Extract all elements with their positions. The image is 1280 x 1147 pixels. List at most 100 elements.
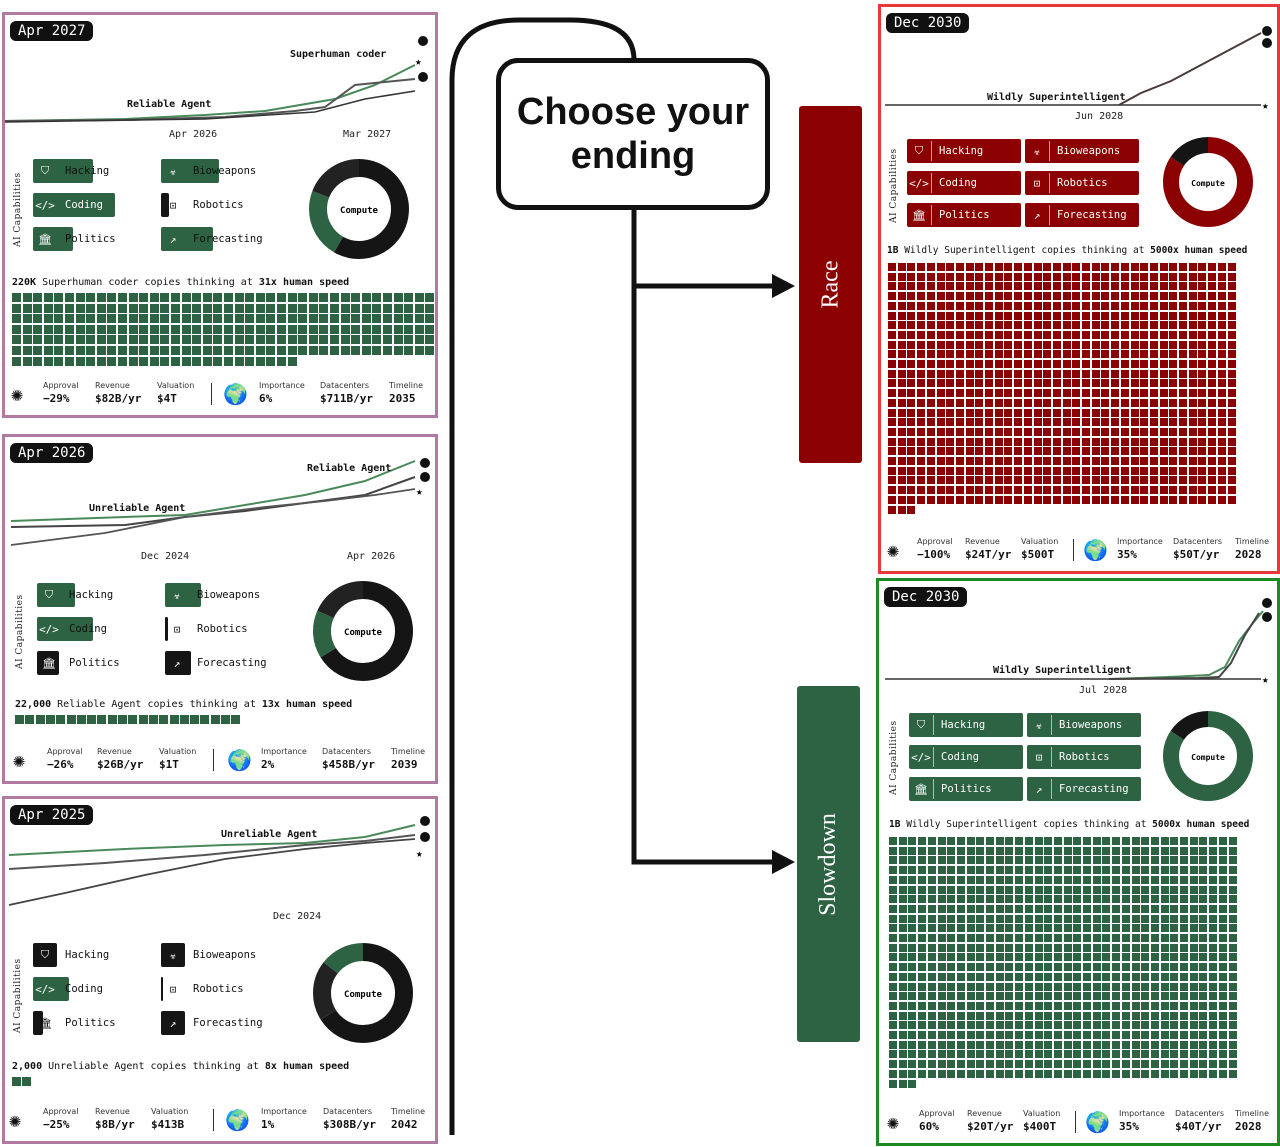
copy-cell xyxy=(1218,1001,1227,1010)
copy-cell xyxy=(1053,982,1062,991)
copy-cell xyxy=(1208,418,1217,427)
copy-cell xyxy=(918,934,927,942)
copy-cell xyxy=(1159,379,1168,388)
copy-cell xyxy=(1159,272,1168,281)
capability-hacking[interactable]: ⛉Hacking xyxy=(37,583,161,607)
capability-robotics[interactable]: ⊡Robotics xyxy=(161,193,285,217)
capability-robotics[interactable]: ⊡Robotics xyxy=(161,977,285,1001)
copy-cell xyxy=(1082,330,1090,339)
copy-cell xyxy=(937,934,946,942)
copy-cell xyxy=(995,1050,1004,1059)
copy-cell xyxy=(1063,1069,1072,1078)
copy-cell xyxy=(1170,856,1179,865)
copy-cell xyxy=(907,340,916,349)
capability-politics[interactable]: 🏛Politics xyxy=(37,651,161,675)
copy-cell xyxy=(1091,437,1100,446)
slowdown-branch[interactable]: Slowdown xyxy=(797,686,860,1042)
copy-cell xyxy=(1073,1011,1082,1020)
capability-politics[interactable]: 🏛Politics xyxy=(907,203,1021,227)
copy-cell xyxy=(1159,437,1168,446)
copy-cell xyxy=(947,904,956,913)
copy-cell xyxy=(897,408,906,417)
copy-cell xyxy=(898,963,907,972)
copy-cell xyxy=(986,1001,994,1010)
copy-cell xyxy=(1043,466,1052,475)
capability-politics[interactable]: 🏛Politics xyxy=(909,777,1023,801)
copy-cell xyxy=(1073,1069,1082,1078)
capability-coding[interactable]: </>Coding xyxy=(37,617,161,641)
capability-coding[interactable]: </>Coding xyxy=(33,977,157,1001)
capability-bioweapons[interactable]: ☣Bioweapons xyxy=(161,943,285,967)
revenue-value: $20T/yr xyxy=(967,1120,1014,1133)
copy-cell xyxy=(1014,398,1023,407)
copy-cell xyxy=(1102,924,1111,933)
capability-forecasting[interactable]: ↗Forecasting xyxy=(161,227,285,251)
copy-cell xyxy=(986,866,994,875)
capability-coding[interactable]: </>Coding xyxy=(33,193,157,217)
capability-bioweapons[interactable]: ☣Bioweapons xyxy=(161,159,285,183)
capability-forecasting[interactable]: ↗Forecasting xyxy=(1027,777,1141,801)
copy-cell xyxy=(1149,427,1158,436)
copy-cell xyxy=(975,330,984,339)
capability-forecasting[interactable]: ↗Forecasting xyxy=(161,1011,285,1035)
stats-footer: ✺ Approval−100% Revenue$24T/yr Valuation… xyxy=(881,537,1277,567)
copy-cell xyxy=(1179,466,1187,475)
copy-cell xyxy=(918,1011,927,1020)
copy-cell xyxy=(947,846,956,855)
copy-cell xyxy=(1198,427,1207,436)
copy-cell xyxy=(1228,1021,1237,1030)
copy-cell xyxy=(897,272,906,281)
copy-cell xyxy=(1199,1031,1208,1039)
copy-cell xyxy=(213,314,223,324)
copy-cell xyxy=(994,321,1003,330)
copy-cell xyxy=(966,1050,975,1059)
copy-cell xyxy=(1101,418,1110,427)
copy-cell xyxy=(1180,856,1188,865)
capability-politics[interactable]: 🏛Politics xyxy=(33,227,157,251)
capability-coding[interactable]: </>Coding xyxy=(907,171,1021,195)
copy-cell xyxy=(907,418,916,427)
copy-cell xyxy=(936,486,945,495)
capability-hacking[interactable]: ⛉Hacking xyxy=(907,139,1021,163)
copy-cell xyxy=(1015,1021,1024,1030)
copy-cell xyxy=(1082,457,1090,465)
globe-icon xyxy=(420,472,430,482)
capability-bioweapons[interactable]: ☣Bioweapons xyxy=(165,583,289,607)
copy-cell xyxy=(1170,846,1179,855)
copy-cell xyxy=(1121,972,1130,981)
copy-cell xyxy=(976,1011,985,1020)
capability-forecasting[interactable]: ↗Forecasting xyxy=(1025,203,1139,227)
copy-cell xyxy=(1217,437,1226,446)
race-branch[interactable]: Race xyxy=(799,106,862,463)
capability-politics[interactable]: 🏛Politics xyxy=(33,1011,157,1035)
copy-cell xyxy=(926,495,935,504)
capability-hacking[interactable]: ⛉Hacking xyxy=(33,943,157,967)
capability-forecasting[interactable]: ↗Forecasting xyxy=(165,651,289,675)
copy-cell xyxy=(308,346,318,355)
copies-speed: 8x xyxy=(264,1061,277,1072)
capitol-icon: 🏛 xyxy=(42,656,56,670)
capability-bioweapons[interactable]: ☣Bioweapons xyxy=(1027,713,1141,737)
copy-cell xyxy=(160,335,170,345)
copy-cell xyxy=(1062,447,1071,456)
capability-hacking[interactable]: ⛉Hacking xyxy=(909,713,1023,737)
copy-cell xyxy=(1150,895,1159,904)
capability-robotics[interactable]: ⊡Robotics xyxy=(1027,745,1141,769)
copy-cell xyxy=(937,875,946,884)
copy-cell xyxy=(1208,272,1217,281)
capability-bioweapons[interactable]: ☣Bioweapons xyxy=(1025,139,1139,163)
copy-cell xyxy=(1092,1031,1101,1039)
copy-cell xyxy=(1052,340,1061,349)
copy-cell xyxy=(22,293,32,302)
copy-cell xyxy=(234,324,244,334)
copy-cell xyxy=(955,263,964,271)
copy-cell xyxy=(1188,282,1197,291)
copy-cell xyxy=(1140,466,1149,475)
copy-cell xyxy=(1073,1050,1082,1059)
capability-coding[interactable]: </>Coding xyxy=(909,745,1023,769)
copy-cell xyxy=(918,1069,927,1078)
capability-robotics[interactable]: ⊡Robotics xyxy=(165,617,289,641)
copy-cell xyxy=(1004,292,1013,301)
capability-robotics[interactable]: ⊡Robotics xyxy=(1025,171,1139,195)
capability-hacking[interactable]: ⛉Hacking xyxy=(33,159,157,183)
